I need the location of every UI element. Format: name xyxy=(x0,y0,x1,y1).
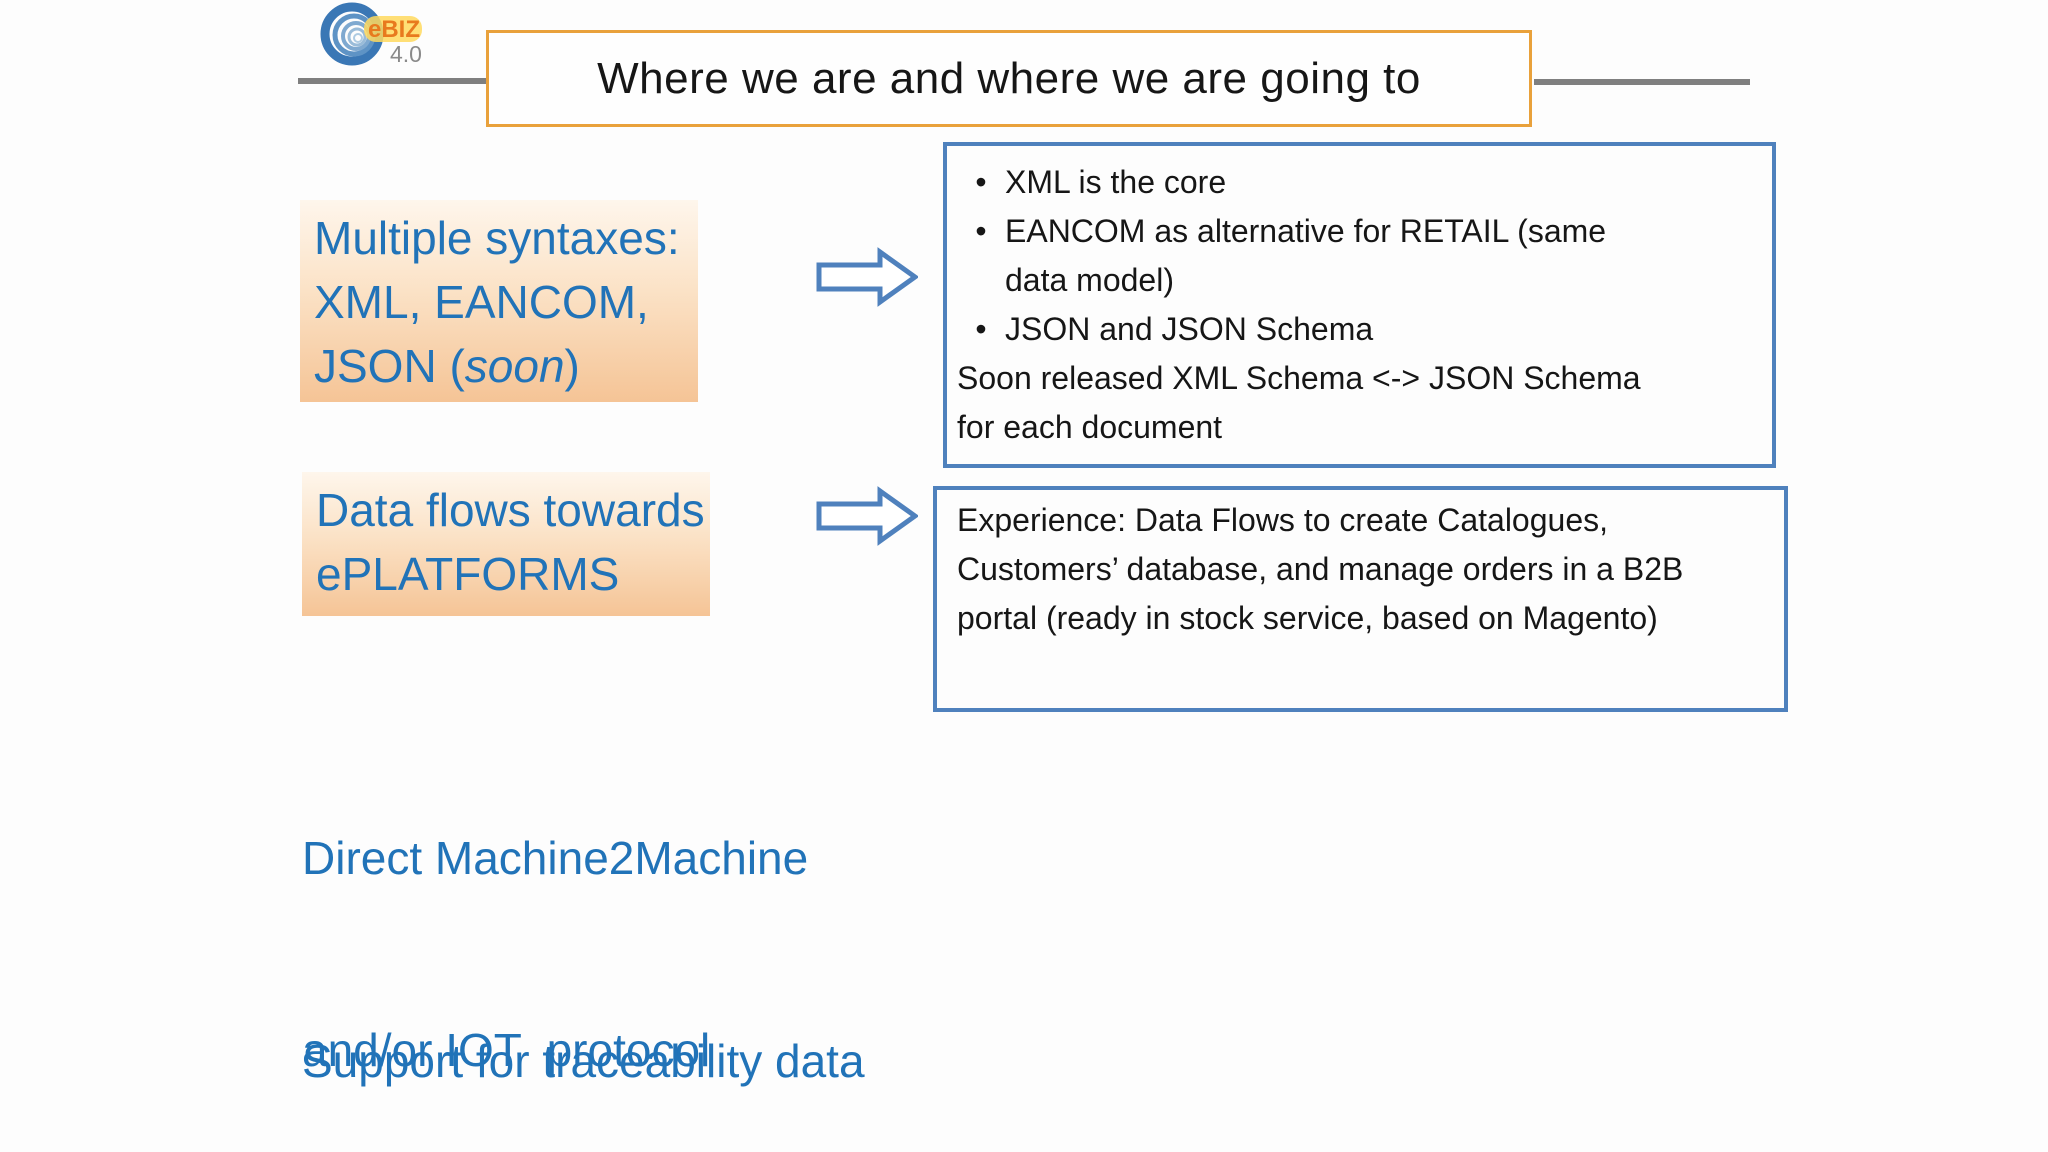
bullet-item: • JSON and JSON Schema xyxy=(957,305,1754,354)
logo-highlight xyxy=(364,16,422,42)
topic-line: XML, EANCOM, xyxy=(314,276,649,328)
bullet-icon: • xyxy=(975,213,987,249)
topic-line: JSON (soon) xyxy=(314,334,698,398)
right-arrow-icon xyxy=(816,247,918,307)
slide-title-box: Where we are and where we are going to xyxy=(486,30,1532,127)
topic-line: Data flows towards xyxy=(316,484,705,536)
topic-multiple-syntaxes: Multiple syntaxes: XML, EANCOM, JSON (so… xyxy=(300,200,698,402)
header-divider-left xyxy=(298,78,486,84)
experience-text: Experience: Data Flows to create Catalog… xyxy=(957,502,1684,636)
topic-line: Multiple syntaxes: xyxy=(314,212,680,264)
logo-version-text: 4.0 xyxy=(390,41,422,67)
syntax-note: Soon released XML Schema <-> JSON Schema… xyxy=(957,360,1641,445)
topic-line-part: JSON ( xyxy=(314,340,465,392)
topic-line: and/or IOT protocol xyxy=(302,1024,711,1076)
bullet-text: XML is the core xyxy=(1005,164,1227,200)
topic-line-part: ) xyxy=(564,340,580,392)
right-arrow-icon xyxy=(816,486,918,546)
slide-title: Where we are and where we are going to xyxy=(597,53,1421,103)
bullet-icon: • xyxy=(975,311,987,347)
bullet-text: EANCOM as alternative for RETAIL (same d… xyxy=(1005,213,1607,298)
topic-traceability: Support for traceability data flow and c… xyxy=(302,901,865,1152)
ebiz-logo: eBIZ 4.0 xyxy=(320,2,422,67)
bullet-item: • EANCOM as alternative for RETAIL (same… xyxy=(957,207,1754,305)
topic-line-italic: soon xyxy=(464,340,565,392)
bullet-icon: • xyxy=(975,164,987,200)
bullet-item: • XML is the core xyxy=(957,158,1754,207)
syntax-details-box: • XML is the core • EANCOM as alternativ… xyxy=(943,142,1776,468)
logo-brand-text: eBIZ xyxy=(368,16,420,43)
topic-data-flows: Data flows towards ePLATFORMS xyxy=(302,472,710,616)
topic-machine2machine: Direct Machine2Machine and/or IOT protoc… xyxy=(302,698,808,1152)
topic-line: Support for traceability data xyxy=(302,1035,865,1087)
topic-line: Direct Machine2Machine xyxy=(302,832,809,884)
bullet-text: JSON and JSON Schema xyxy=(1005,311,1374,347)
header-divider-right xyxy=(1534,79,1750,85)
topic-line: ePLATFORMS xyxy=(316,548,620,600)
experience-box: Experience: Data Flows to create Catalog… xyxy=(933,486,1788,712)
